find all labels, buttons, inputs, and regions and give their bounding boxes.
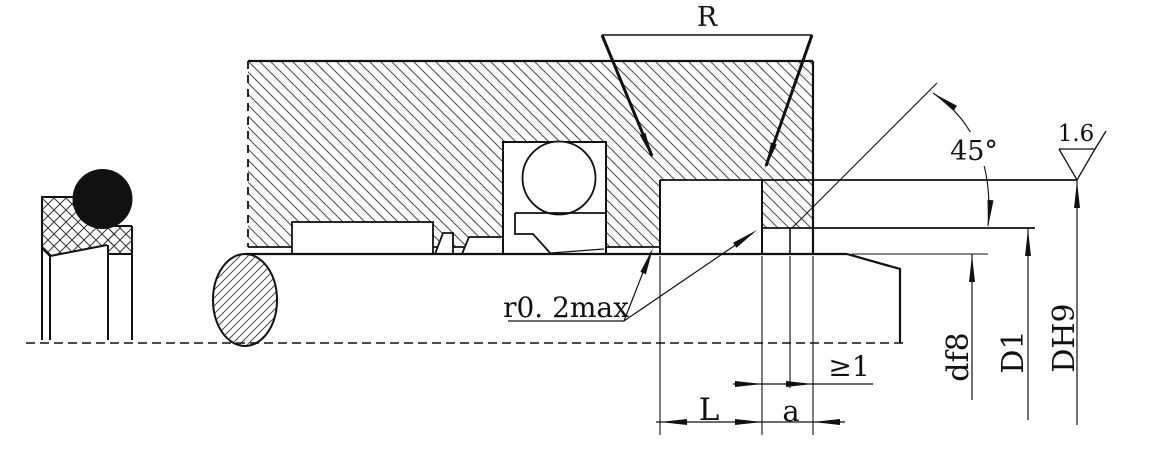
label-roughness: 1.6 [1058, 121, 1095, 147]
seal-profile-figure [41, 169, 133, 340]
label-min-protrusion: ≥1 [828, 350, 869, 383]
label-chamfer-width: a [782, 394, 799, 428]
angle-text-bg [950, 132, 998, 166]
label-corner-radius: r0. 2max [503, 291, 629, 324]
rod [212, 252, 988, 347]
rod-end-section [212, 253, 278, 347]
label-groove-length: L [699, 392, 720, 428]
arrowheads [639, 93, 1080, 425]
label-radius: R [697, 2, 718, 33]
rod-step [846, 252, 902, 343]
o-ring-section [72, 169, 133, 229]
label-rod-diameter: df8 [941, 332, 976, 381]
step-cavity [762, 228, 813, 254]
seal-backup-hatch [107, 226, 132, 254]
housing-notch [514, 213, 552, 255]
groove-cavity [660, 180, 762, 254]
seal-ring-3 [460, 236, 504, 255]
seal-outline [41, 196, 133, 340]
housing-lip-line [550, 248, 605, 254]
gland-block [247, 59, 1077, 255]
label-chamfer-angle: 45° [950, 136, 998, 167]
label-bore-diameter: D1 [996, 330, 1031, 373]
label-groove-diameter: DH9 [1047, 303, 1082, 372]
spring-ball [521, 140, 597, 216]
seal-ring-1 [291, 221, 434, 255]
